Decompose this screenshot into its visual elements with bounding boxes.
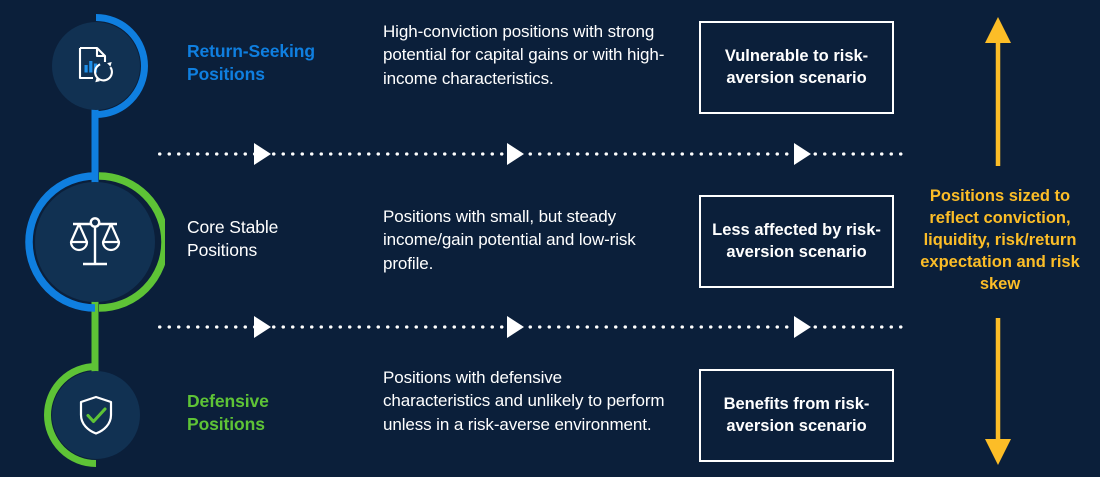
dotted-line [155, 152, 903, 156]
flow-arrow-marker [507, 316, 524, 338]
category-label-defensive: Defensive Positions [187, 391, 269, 435]
category-label-core-stable: Core Stable Positions [187, 217, 279, 261]
flow-arrow-marker [254, 143, 271, 165]
node-circle-defensive [52, 371, 140, 459]
sizing-note: Positions sized to reflect conviction, l… [920, 187, 1080, 294]
description-defensive: Positions with defensive characteristics… [383, 368, 665, 434]
flow-arrow-marker [794, 143, 811, 165]
arrow-up-icon [985, 17, 1011, 166]
node-circle-return-seeking [52, 22, 140, 110]
description-return-seeking: High-conviction positions with strong po… [383, 22, 665, 88]
arrow-down-icon [985, 318, 1011, 465]
flow-arrow-marker [794, 316, 811, 338]
scenario-box-return-seeking: Vulnerable to risk-aversion scenario [699, 21, 894, 114]
document-chart-refresh-icon [78, 46, 113, 83]
shield-check-icon [79, 395, 113, 435]
node-circle-core-stable [35, 182, 155, 302]
balance-scale-icon [69, 217, 121, 266]
flow-separator-top [155, 143, 903, 165]
flow-arrow-marker [507, 143, 524, 165]
scenario-box-defensive: Benefits from risk-aversion scenario [699, 369, 894, 462]
scenario-box-core-stable: Less affected by risk-aversion scenario [699, 195, 894, 288]
category-label-text-1: Return-Seeking Positions [187, 41, 315, 85]
dotted-line [155, 325, 903, 329]
description-core-stable: Positions with small, but steady income/… [383, 207, 636, 273]
flow-arrow-marker [254, 316, 271, 338]
flow-separator-bottom [155, 316, 903, 338]
category-label-return-seeking: Return-Seeking Positions [187, 40, 372, 87]
